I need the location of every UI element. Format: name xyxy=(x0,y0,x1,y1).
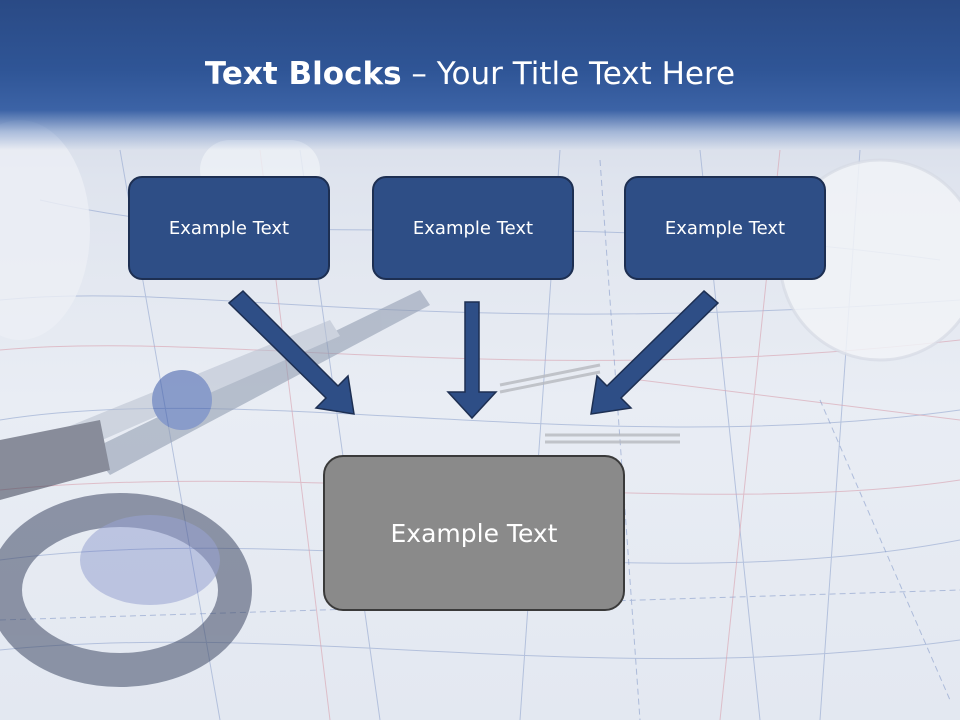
title-bold: Text Blocks xyxy=(204,56,402,92)
title-rest: Your Title Text Here xyxy=(436,56,736,92)
text-block-3[interactable]: Example Text xyxy=(624,176,826,280)
header-band xyxy=(0,0,960,150)
target-text-block-label: Example Text xyxy=(390,518,558,548)
text-block-1[interactable]: Example Text xyxy=(128,176,330,280)
text-block-1-label: Example Text xyxy=(168,217,290,239)
text-block-2[interactable]: Example Text xyxy=(372,176,574,280)
target-text-block[interactable]: Example Text xyxy=(323,455,625,611)
text-block-2-label: Example Text xyxy=(412,217,534,239)
title-separator: – xyxy=(401,56,437,92)
slide-title: Text Blocks – Your Title Text Here xyxy=(0,52,940,96)
text-block-3-label: Example Text xyxy=(664,217,786,239)
